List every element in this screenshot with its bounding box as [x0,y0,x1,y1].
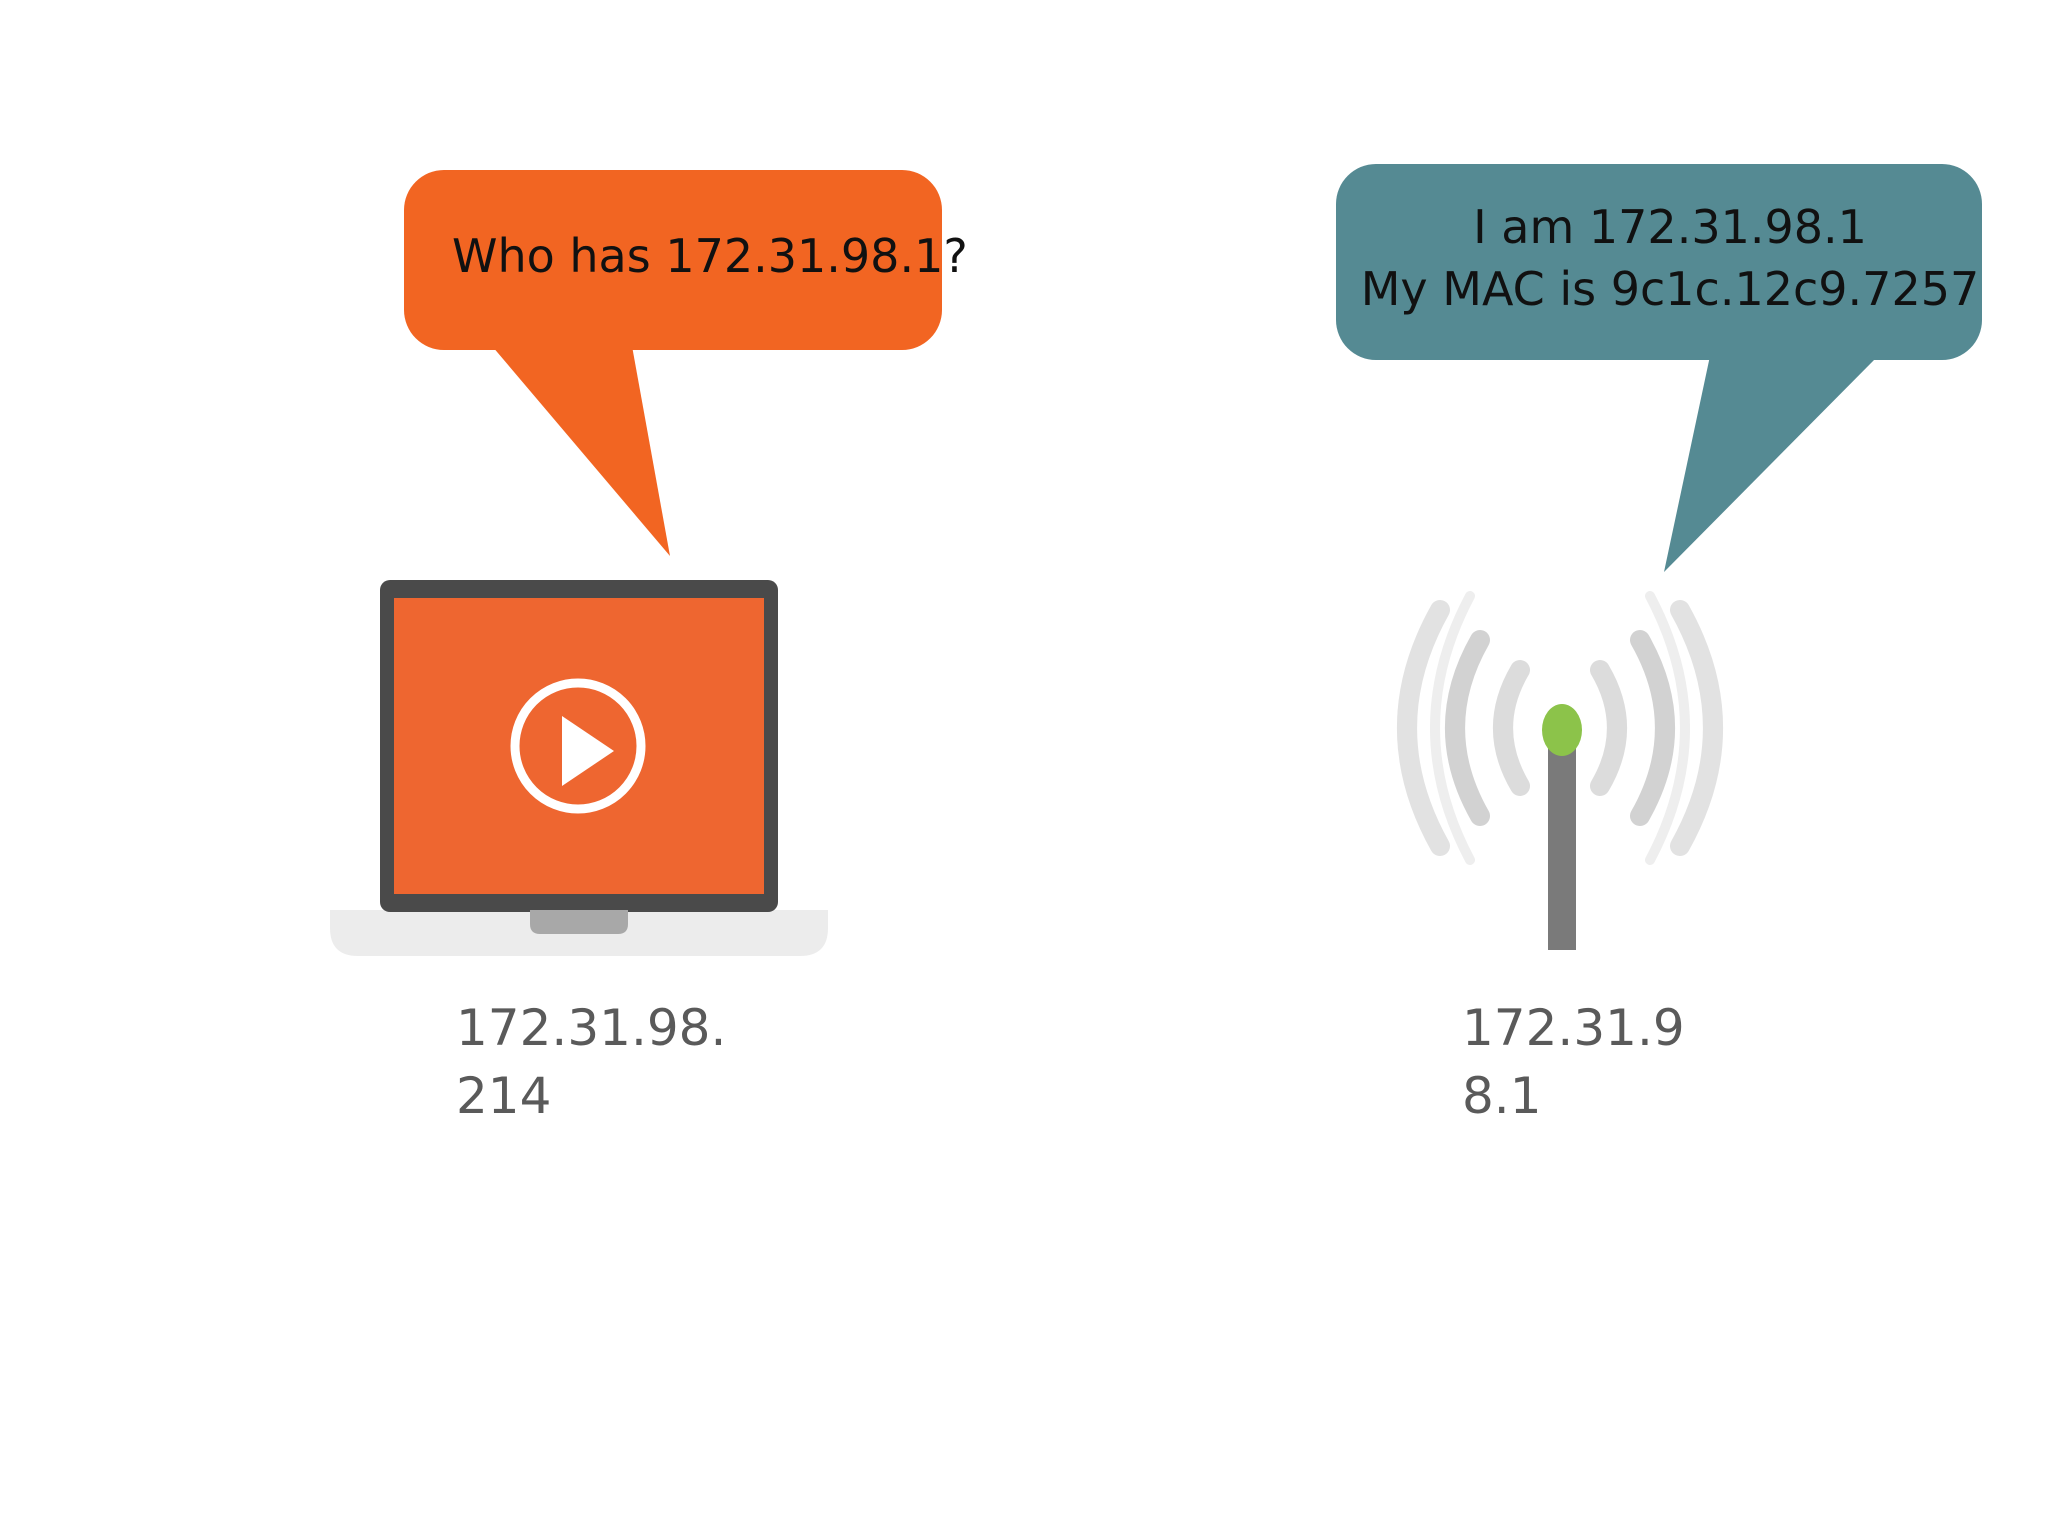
antenna-tip [1542,704,1582,756]
play-circle-icon [510,678,646,814]
reply-message: I am 172.31.98.1 My MAC is 9c1c.12c9.725… [1336,196,2004,320]
request-bubble-tail [492,346,670,556]
laptop-ip-line-2: 214 [456,1067,552,1125]
antenna-mast [1548,748,1576,950]
laptop-play-icon [330,580,828,956]
laptop-ip-line-1: 172.31.98. [456,999,727,1057]
signal-waves-left [1397,591,1530,865]
reply-bubble-tail [1664,356,1878,572]
reply-bubble [1336,164,1982,572]
laptop-ip-label: 172.31.98. 214 [456,994,726,1130]
request-bubble [404,170,942,556]
router-ip-label: 172.31.9 8.1 [1462,994,1685,1130]
request-message: Who has 172.31.98.1? [452,229,968,283]
request-bubble-body [404,170,942,350]
reply-line-1: I am 172.31.98.1 [1473,200,1867,254]
router-ip-line-2: 8.1 [1462,1067,1542,1125]
play-triangle-icon [562,716,614,786]
laptop-trackpad-notch [530,910,628,934]
router-ip-line-1: 172.31.9 [1462,999,1685,1057]
signal-waves-right [1590,591,1723,865]
reply-bubble-body [1336,164,1982,360]
wireless-antenna-icon [1397,591,1723,950]
reply-line-2: My MAC is 9c1c.12c9.7257 [1360,262,1980,316]
